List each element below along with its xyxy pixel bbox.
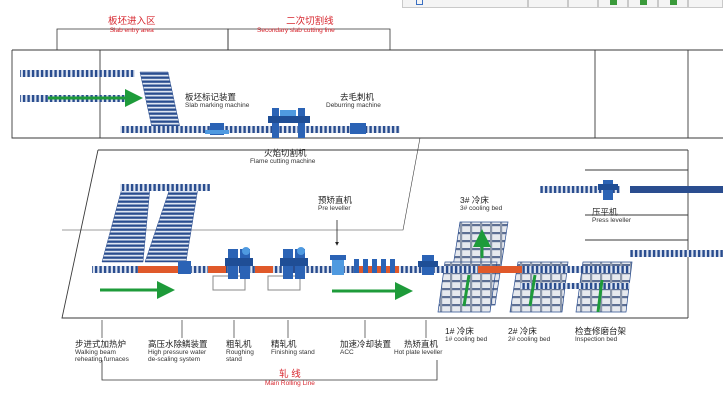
descaling-cn: 高压水除鳞装置 (148, 339, 208, 349)
walking-beam-label: 步进式加热炉 Walking beam reheating furnaces (75, 339, 129, 364)
pre-leveller-machine (330, 255, 346, 275)
slab-entry-cn: 板坯进入区 (108, 16, 156, 27)
finishing-label: 精轧机 Finishing stand (271, 339, 315, 357)
slab-entry-en: Slab entry area (109, 27, 154, 35)
press-leveller-machine (598, 180, 618, 200)
flow-arrows (100, 229, 604, 313)
flame-cutting-machine (268, 108, 310, 138)
flame-cutting-label: 火焰切割机 Flame cutting machine (250, 148, 316, 166)
green-square-icon (610, 0, 617, 5)
pre-leveller-label: 预矫直机 Pre leveller (318, 195, 353, 213)
leader-lines (101, 320, 427, 338)
top-toolbar-strip (402, 0, 723, 8)
furnace-charging-table (120, 184, 210, 191)
descaling-en1: High pressure water (148, 349, 207, 357)
slab-between-stands (255, 266, 273, 273)
cooling-bed-3-label: 3# 冷床 3# cooling bed (460, 195, 503, 213)
lower-roller-table (520, 283, 630, 289)
roughing-stand (212, 247, 253, 291)
deburring-label: 去毛刺机 Deburring machine (326, 92, 381, 110)
flame-cutting-cn: 火焰切割机 (264, 148, 307, 158)
flame-cutting-en: Flame cutting machine (250, 158, 316, 166)
cooling-bed-2-label: 2# 冷床 2# cooling bed (508, 326, 551, 344)
acc-en: ACC (340, 349, 354, 357)
secondary-cutting-label: 二次切割线 Secondary slab cutting line (257, 16, 335, 35)
descaling-label: 高压水除鳞装置 High pressure water de-scaling s… (148, 339, 208, 364)
press-leveller-label: 压平机 Press leveller (592, 207, 632, 225)
main-rolling-cn: 轧 线 (279, 369, 301, 380)
cooling-bed-3-en: 3# cooling bed (460, 205, 503, 213)
cooling-roller-table (442, 266, 630, 273)
finishing-stand (267, 247, 308, 291)
inspection-bed-label: 检查修磨台架 Inspection bed (575, 326, 627, 344)
pre-leveller-cn: 预矫直机 (318, 195, 353, 205)
roughing-en2: stand (226, 356, 242, 364)
press-leveller-cn: 压平机 (592, 207, 618, 217)
green-square-icon (640, 0, 647, 5)
secondary-cutting-en: Secondary slab cutting line (257, 27, 335, 35)
cooling-bed-2-cn: 2# 冷床 (508, 326, 537, 336)
inspection-bed-cn: 检查修磨台架 (575, 326, 627, 336)
toolbar-cell[interactable] (402, 0, 528, 8)
deburring-en: Deburring machine (326, 102, 381, 110)
finishing-en: Finishing stand (271, 349, 315, 357)
press-leveller-outfeed (630, 186, 723, 193)
hot-plate-leveller-cn: 热矫直机 (404, 339, 439, 349)
slab-marking-cn: 板坯标记装置 (185, 92, 237, 102)
finishing-cn: 精轧机 (271, 339, 297, 349)
slab-in-furnace-exit (138, 266, 178, 273)
slab-marking-en: Slab marking machine (185, 102, 250, 110)
roughing-cn: 粗轧机 (226, 339, 252, 349)
area-brackets (56, 28, 438, 381)
plate-on-cooling-table (478, 266, 522, 273)
green-square-icon (670, 0, 677, 5)
hot-plate-leveller-machine (418, 255, 438, 275)
descaling-en2: de-scaling system (148, 356, 201, 364)
press-leveller-en: Press leveller (592, 217, 632, 225)
hot-plate-leveller-label: 热矫直机 Hot plate leveller (394, 339, 443, 357)
slab-marking-base (205, 130, 229, 134)
pre-leveller-en: Pre leveller (318, 205, 351, 213)
transfer-bed (139, 71, 181, 129)
toolbar-cell[interactable] (528, 0, 568, 8)
main-rolling-line-label: 轧 线 Main Rolling Line (265, 369, 315, 388)
slab-before-roughing (208, 266, 226, 273)
acc-cn: 加速冷却装置 (340, 339, 392, 349)
secondary-cutting-cn: 二次切割线 (286, 16, 334, 27)
slab-entry-area-label: 板坯进入区 Slab entry area (108, 16, 156, 35)
acc-unit (354, 259, 395, 273)
hot-plate-leveller-en: Hot plate leveller (394, 349, 443, 357)
slab-marking-roller-table (120, 126, 400, 133)
cooling-bed-1-en: 1# cooling bed (445, 336, 488, 344)
right-roller-table (630, 250, 723, 257)
walking-beam-en2: reheating furnaces (75, 356, 129, 364)
inspection-bed-en: Inspection bed (575, 336, 618, 344)
reheating-furnace-1 (101, 187, 151, 263)
cooling-bed-2-en: 2# cooling bed (508, 336, 551, 344)
walking-beam-cn: 步进式加热炉 (75, 339, 127, 349)
cooling-bed-1-cn: 1# 冷床 (445, 326, 474, 336)
deburring-machine (350, 123, 366, 134)
deburring-cn: 去毛刺机 (340, 92, 375, 102)
toolbar-cell[interactable] (568, 0, 598, 8)
descaling-box (178, 261, 191, 274)
cooling-bed-3-cn: 3# 冷床 (460, 195, 489, 205)
reheating-furnace-2 (144, 187, 199, 263)
roughing-label: 粗轧机 Roughing stand (226, 339, 254, 364)
press-leveller-roller-table (540, 186, 620, 193)
document-icon (416, 0, 423, 5)
walking-beam-en1: Walking beam (75, 349, 116, 357)
acc-label: 加速冷却装置 ACC (340, 339, 392, 357)
main-rolling-en: Main Rolling Line (265, 380, 315, 388)
slab-marking-label: 板坯标记装置 Slab marking machine (185, 92, 250, 110)
entry-roller-table-upper (20, 70, 135, 77)
cooling-bed-1-label: 1# 冷床 1# cooling bed (445, 326, 488, 344)
roughing-en1: Roughing (226, 349, 254, 357)
